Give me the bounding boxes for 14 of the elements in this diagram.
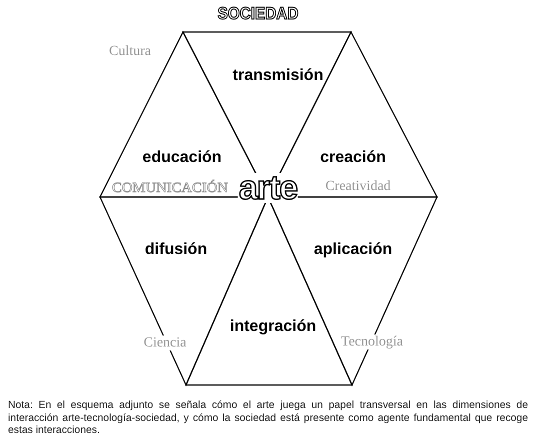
outlined-dimension-label: COMUNICACIÓN (112, 181, 228, 197)
segment-label: educación (142, 149, 222, 167)
segment-label: creación (320, 149, 386, 167)
dimension-label: Tecnología (341, 334, 403, 350)
central-label: arte (238, 173, 298, 203)
segment-label: aplicación (314, 241, 392, 259)
segment-label: transmisión (232, 67, 324, 85)
dimension-label: Ciencia (144, 336, 186, 350)
dimension-label: Cultura (109, 44, 151, 60)
segment-label: integración (230, 318, 316, 336)
caption-note: Nota: En el esquema adjunto se señala cómo el arte juega un papel transversal en las dimensiones de interacción arte-tecnología-sociedad, y cómo la sociedad está presente como agente fundamental que recoge estas interacciones. (8, 400, 528, 435)
segment-label: difusión (144, 241, 208, 259)
outlined-heading: SOCIEDAD (218, 4, 298, 24)
dimension-label: Creatividad (325, 179, 391, 195)
